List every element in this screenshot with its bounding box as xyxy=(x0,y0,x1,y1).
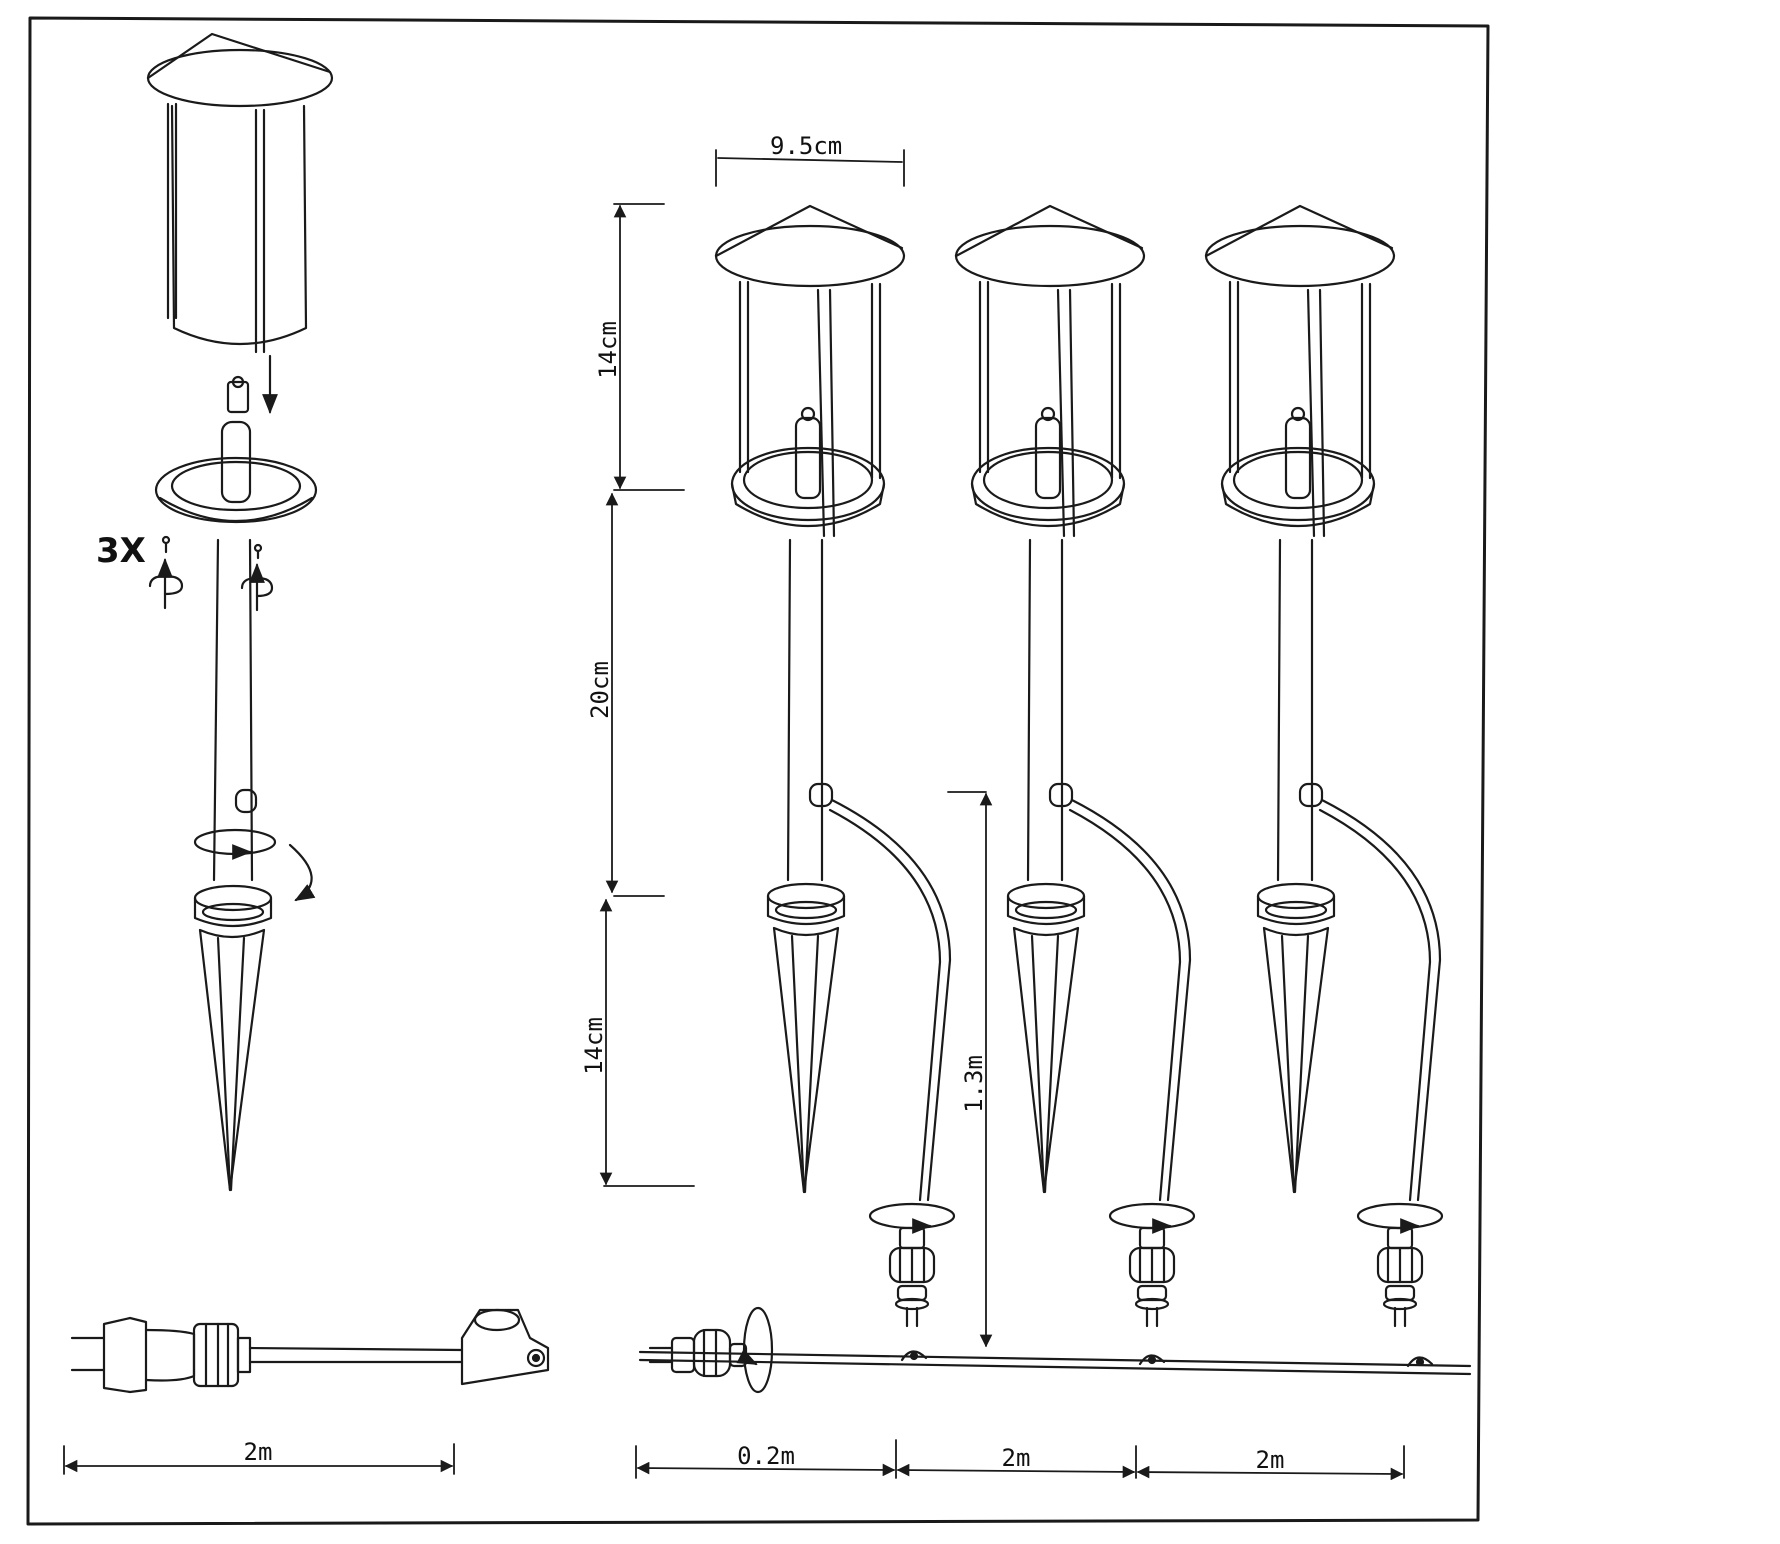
connector-1 xyxy=(868,1202,956,1328)
top-height-label: 14cm xyxy=(594,321,622,379)
main-cable xyxy=(638,1306,1472,1394)
connector-2 xyxy=(1108,1202,1196,1328)
lead-length-label: 1.3m xyxy=(960,1055,988,1113)
dimensions xyxy=(63,149,1405,1481)
main-cable-length-label: 2m xyxy=(244,1438,273,1466)
lamp-2 xyxy=(954,204,1192,1202)
lamp-1 xyxy=(714,204,952,1202)
screw-icon xyxy=(231,375,245,389)
connector-3 xyxy=(1356,1202,1444,1328)
page-frame xyxy=(26,16,1490,1526)
quantity-label: 3X xyxy=(96,531,146,571)
spike-height-label: 14cm xyxy=(580,1017,608,1075)
third-segment-label: 2m xyxy=(1256,1446,1285,1474)
rotate-arrow-icon xyxy=(742,1306,774,1394)
rotate-arrow-icon xyxy=(868,1202,956,1230)
label-layer: 3X 9.5cm 14cm 20cm 14cm 1.3m 2m 0.2m 2m … xyxy=(96,132,1284,1474)
rotate-arrow-icon xyxy=(148,574,184,596)
width-label: 9.5cm xyxy=(770,132,842,160)
connector-icon xyxy=(460,1308,550,1386)
plug-icon xyxy=(70,1308,550,1394)
first-segment-label: 0.2m xyxy=(737,1442,795,1470)
exploded-lamp xyxy=(146,32,334,1192)
lamp-3 xyxy=(1204,204,1442,1202)
second-segment-label: 2m xyxy=(1002,1444,1031,1472)
mid-height-label: 20cm xyxy=(586,661,614,719)
